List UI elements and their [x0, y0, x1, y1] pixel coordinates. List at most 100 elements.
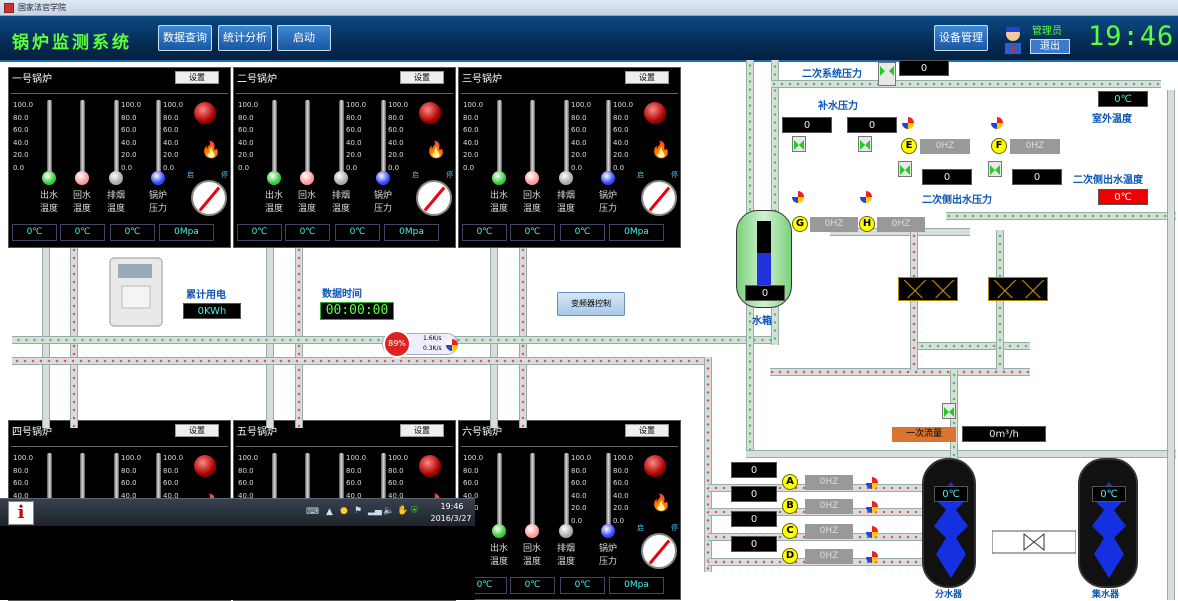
divider	[11, 446, 228, 447]
boiler-settings-button[interactable]: 设置	[175, 71, 219, 84]
scale-tick: 60.0	[346, 479, 362, 487]
outdoor-temp-value: 0℃	[1098, 91, 1148, 107]
scale-tick: 60.0	[571, 479, 587, 487]
dist-pump-icon[interactable]: C	[782, 523, 798, 539]
makeup-valve-2[interactable]	[858, 136, 872, 152]
tray-icon-1[interactable]: ●	[340, 506, 348, 516]
scale-tick: 100.0	[463, 454, 484, 462]
pump-fan-icon-h	[860, 191, 872, 203]
scale-tick: 0.0	[613, 163, 625, 172]
gauge-label: 回水	[72, 191, 91, 201]
scale-tick: 0.0	[571, 163, 583, 172]
dist-pump-value: 0	[731, 462, 777, 478]
boiler-settings-button[interactable]: 设置	[400, 71, 444, 84]
pump-g-hz: 0HZ	[810, 217, 858, 232]
device-management-button[interactable]: 设备管理	[934, 25, 988, 51]
start-button[interactable]: 启动	[277, 25, 331, 51]
network-icon[interactable]: ▂▄	[368, 506, 382, 516]
thermometer-tube	[272, 453, 277, 528]
scale-tick: 60.0	[238, 479, 254, 487]
thermometer-tube	[156, 453, 161, 528]
tray-icon-2[interactable]: ✋	[397, 506, 409, 516]
thermometer-bulb	[559, 524, 573, 538]
boiler-value-box: 0℃	[510, 577, 555, 594]
window-titlebar: 国家法官学院	[0, 0, 1178, 16]
security-icon[interactable]: ⛨	[411, 506, 418, 516]
pipe	[771, 60, 779, 345]
dist-pump-icon[interactable]: D	[782, 548, 798, 564]
stats-analysis-button[interactable]: 统计分析	[218, 25, 272, 51]
start-label: 启	[637, 171, 644, 179]
start-stop-dial[interactable]	[641, 533, 677, 569]
scale-tick: 100.0	[613, 101, 634, 109]
gauge-label: 温度	[264, 204, 283, 214]
boiler-value-box: 0Mpa	[609, 577, 664, 594]
scale-tick: 80.0	[346, 113, 362, 122]
scale-tick: 100.0	[121, 101, 142, 109]
pump-h-icon[interactable]: H	[859, 216, 875, 232]
pump-e-hz: 0HZ	[920, 139, 970, 154]
gauge-label: 锅炉	[373, 191, 392, 201]
makeup-valve-1[interactable]	[792, 136, 806, 152]
thermometer-tube	[564, 100, 569, 175]
scale-tick: 80.0	[238, 113, 254, 122]
pipe	[771, 80, 1161, 88]
pump-f-icon[interactable]: F	[991, 138, 1007, 154]
boiler-settings-button[interactable]: 设置	[625, 424, 669, 437]
distributor-flow-icon	[934, 482, 968, 578]
scale-tick: 60.0	[13, 126, 29, 134]
scale-tick: 100.0	[388, 101, 409, 109]
start-stop-dial[interactable]	[416, 180, 452, 216]
thermometer-tube	[564, 453, 569, 528]
scale-tick: 40.0	[238, 138, 254, 147]
dist-pump-hz: 0HZ	[805, 549, 853, 564]
gauge-label: 出水	[489, 544, 508, 554]
gauge-label: 压力	[373, 204, 392, 214]
scale-tick: 60.0	[613, 479, 629, 487]
dist-pump-icon[interactable]: A	[782, 474, 798, 490]
scale-tick: 60.0	[463, 479, 479, 487]
gauge-label: 温度	[72, 204, 91, 214]
data-query-button[interactable]: 数据查询	[158, 25, 212, 51]
taskbar-time[interactable]: 19:46	[440, 502, 464, 511]
gauge-label: 温度	[39, 204, 58, 214]
inverter-control-button[interactable]: 变频器控制	[557, 292, 625, 316]
primary-valve[interactable]	[942, 403, 956, 419]
boiler-settings-button[interactable]: 设置	[625, 71, 669, 84]
stop-label: 停	[671, 171, 678, 179]
makeup-pressure-1: 0	[782, 117, 832, 133]
scale-tick: 80.0	[121, 113, 137, 122]
taskbar-app-icon[interactable]: i	[8, 501, 34, 525]
dist-pump-icon[interactable]: B	[782, 498, 798, 514]
logout-button[interactable]: 退出	[1030, 39, 1070, 54]
start-stop-dial[interactable]	[641, 180, 677, 216]
start-stop-dial[interactable]	[191, 180, 227, 216]
pipe	[946, 212, 1176, 220]
collector-flow-icon	[1092, 482, 1126, 578]
keyboard-icon[interactable]: ⌨	[306, 507, 319, 517]
valve-f[interactable]	[988, 161, 1002, 177]
volume-icon[interactable]: 🔈	[383, 506, 395, 516]
scale-tick: 40.0	[388, 138, 404, 147]
boiler-settings-button[interactable]: 设置	[175, 424, 219, 437]
scale-tick: 40.0	[613, 491, 629, 500]
flag-icon[interactable]: ⚑	[354, 506, 363, 516]
pump-g-icon[interactable]: G	[792, 216, 808, 232]
valve-e[interactable]	[898, 161, 912, 177]
taskbar-date[interactable]: 2016/3/27	[430, 514, 472, 523]
pump-fan-icon-f	[991, 117, 1003, 129]
dist-pump-fan-icon	[866, 526, 878, 538]
return-main-pipe	[12, 357, 710, 365]
start-label: 启	[187, 171, 194, 179]
scale-tick: 0.0	[346, 163, 358, 172]
dist-pump-fan-icon	[866, 477, 878, 489]
scale-tick: 80.0	[121, 466, 137, 475]
pipe	[770, 368, 1030, 376]
divider	[11, 93, 228, 94]
scale-tick: 60.0	[13, 479, 29, 487]
tray-expand-icon[interactable]: ▲	[326, 507, 333, 517]
boiler-settings-button[interactable]: 设置	[400, 424, 444, 437]
pump-e-icon[interactable]: E	[901, 138, 917, 154]
